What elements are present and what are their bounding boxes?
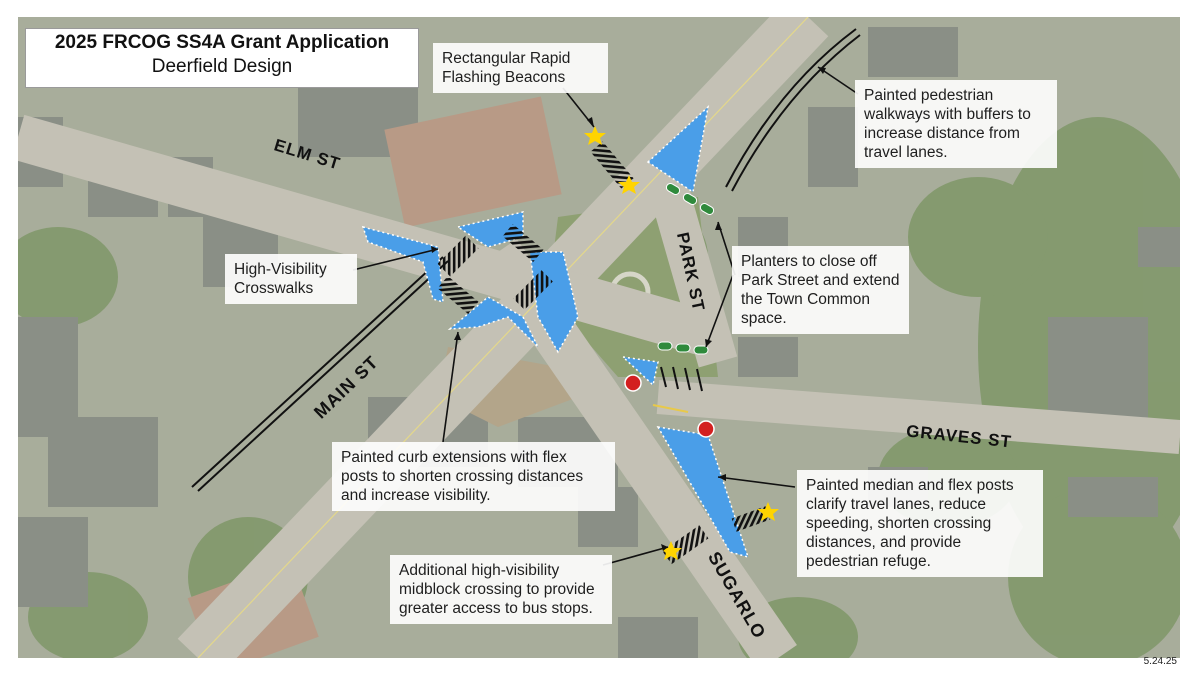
rrfb-beacons [584,126,779,560]
pedestrian-walkways [191,28,861,492]
callout-rrfb: Rectangular Rapid Flashing Beacons [433,43,608,93]
title-main: 2025 FRCOG SS4A Grant Application [54,32,390,53]
lane-markings [652,366,703,413]
crosswalks [437,141,771,565]
callout-planters: Planters to close off Park Street and ex… [732,246,909,334]
callout-midblock: Additional high-visibility midblock cros… [390,555,612,624]
callout-walkways: Painted pedestrian walkways with buffers… [855,80,1057,168]
leader-lines [352,66,859,566]
stop-signs [624,374,715,438]
callout-median: Painted median and flex posts clarify tr… [797,470,1043,577]
title-box: 2025 FRCOG SS4A Grant Application Deerfi… [25,28,419,88]
callout-curb: Painted curb extensions with flex posts … [332,442,615,511]
buildings [18,27,1180,658]
date-stamp: 5.24.25 [1143,656,1177,667]
title-sub: Deerfield Design [151,56,293,77]
callout-crosswalks: High-Visibility Crosswalks [225,254,357,304]
main-st-centerline [197,17,809,658]
leader-arrowheads [431,67,826,551]
planters [657,183,715,355]
